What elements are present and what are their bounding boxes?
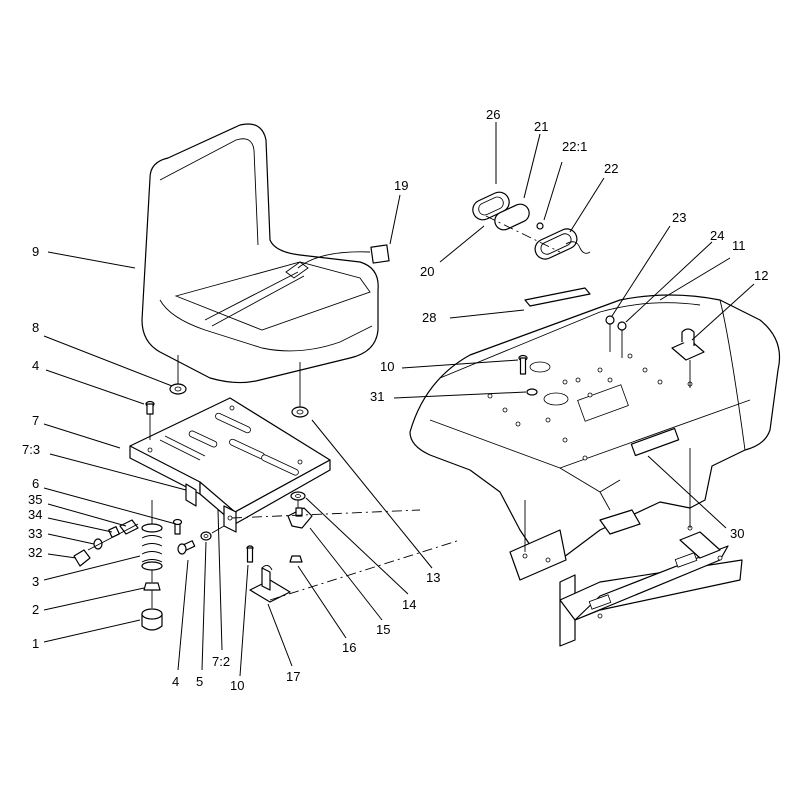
callout-8: 8: [32, 320, 39, 335]
callout-15: 15: [376, 622, 390, 637]
tail-light-bezel-26: [472, 191, 510, 221]
bolt-10-lower: [246, 545, 254, 563]
spring-3: [141, 523, 163, 571]
bolt-23: [605, 315, 615, 325]
seat: [141, 123, 379, 384]
callout-labels: 9 19 8 4 7 7:3 6 35 34 33 32 3 2 1 4 5 7…: [22, 107, 768, 693]
callout-7: 7: [32, 413, 39, 428]
callout-24: 24: [710, 228, 724, 243]
callout-35: 35: [28, 492, 42, 507]
screw-22-1: [536, 222, 544, 230]
callout-4-upper: 4: [32, 358, 39, 373]
gasket-21: [494, 203, 530, 231]
callout-6: 6: [32, 476, 39, 491]
callout-20: 20: [420, 264, 434, 279]
knob-15: [287, 507, 313, 529]
callout-31: 31: [370, 389, 384, 404]
nut-16: [289, 555, 303, 563]
callout-10-right: 10: [380, 359, 394, 374]
callout-23: 23: [672, 210, 686, 225]
nut-24: [617, 321, 627, 331]
washer-31: [526, 388, 538, 396]
callout-5: 5: [196, 674, 203, 689]
callout-14: 14: [402, 597, 416, 612]
callout-11: 11: [732, 238, 746, 253]
callout-19: 19: [394, 178, 408, 193]
bolt-10-right: [518, 354, 528, 375]
bracket-12: [671, 328, 705, 361]
nut-2: [143, 582, 161, 591]
tail-light-22: [534, 228, 591, 260]
seat-plate-bracket: [185, 483, 197, 507]
leader-lines: [43, 122, 755, 677]
callout-16: 16: [342, 640, 356, 655]
callout-26: 26: [486, 107, 500, 122]
callout-33: 33: [28, 526, 42, 541]
callout-21: 21: [534, 119, 548, 134]
callout-30: 30: [730, 526, 744, 541]
callout-22: 22: [604, 161, 618, 176]
screw-10-left: [172, 518, 183, 535]
callout-4-lower: 4: [172, 674, 179, 689]
callout-3: 3: [32, 574, 39, 589]
bolt-4-upper: [145, 400, 155, 415]
callout-9: 9: [32, 244, 39, 259]
callout-13: 13: [426, 570, 440, 585]
bumper-1: [141, 608, 163, 631]
seat-switch-assembly: [73, 519, 139, 567]
callout-22-1: 22:1: [562, 139, 587, 154]
bolt-4-lower: [177, 540, 196, 555]
callout-32: 32: [28, 545, 42, 560]
callout-10-lower: 10: [230, 678, 244, 693]
callout-28: 28: [422, 310, 436, 325]
fender: [409, 294, 781, 561]
callout-12: 12: [754, 268, 768, 283]
washer-5: [200, 531, 212, 541]
mounting-bracket: [509, 509, 743, 647]
callout-34: 34: [28, 507, 42, 522]
lens-28: [524, 287, 591, 307]
bracket-17: [249, 565, 291, 603]
reflector-30: [630, 427, 680, 457]
seat-switch: [370, 244, 390, 264]
callout-2: 2: [32, 602, 39, 617]
seat-plate: [129, 397, 331, 525]
callout-1: 1: [32, 636, 39, 651]
callout-7-3: 7:3: [22, 442, 40, 457]
callout-17: 17: [286, 669, 300, 684]
callout-7-2: 7:2: [212, 654, 230, 669]
